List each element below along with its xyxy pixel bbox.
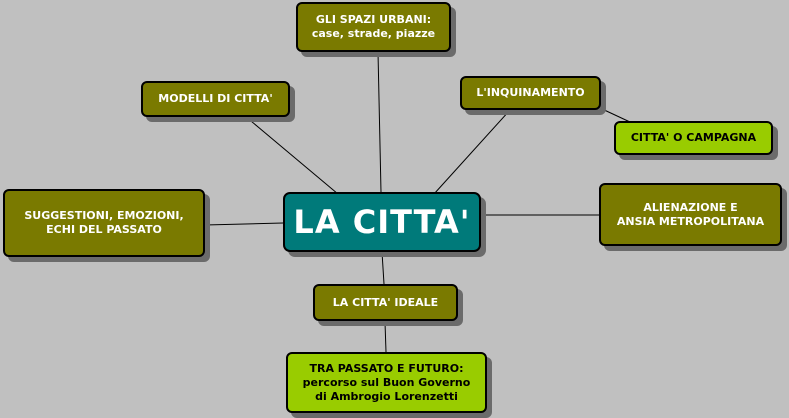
edge-center-ideale bbox=[381, 251, 385, 285]
edge-ideale-passato bbox=[384, 321, 387, 353]
edge-center-suggestioni bbox=[204, 222, 284, 226]
node-alienazione[interactable]: ALIENAZIONE E ANSIA METROPOLITANA bbox=[599, 183, 782, 246]
node-modelli-di-citta[interactable]: MODELLI DI CITTA' bbox=[141, 81, 290, 117]
edge-center-spazi bbox=[377, 51, 382, 193]
node-la-citta-central[interactable]: LA CITTA' bbox=[283, 192, 481, 252]
edge-inquinamento-campagna bbox=[599, 107, 631, 123]
edge-center-modelli bbox=[244, 115, 339, 195]
node-suggestioni[interactable]: SUGGESTIONI, EMOZIONI, ECHI DEL PASSATO bbox=[3, 189, 205, 257]
node-citta-ideale[interactable]: LA CITTA' IDEALE bbox=[313, 284, 458, 321]
edge-center-inquinamento bbox=[433, 109, 511, 195]
node-citta-o-campagna[interactable]: CITTA' O CAMPAGNA bbox=[614, 121, 773, 155]
node-spazi-urbani[interactable]: GLI SPAZI URBANI: case, strade, piazze bbox=[296, 2, 451, 52]
node-inquinamento[interactable]: L'INQUINAMENTO bbox=[460, 76, 601, 110]
node-tra-passato-e-futuro[interactable]: TRA PASSATO E FUTURO: percorso sul Buon … bbox=[286, 352, 487, 413]
